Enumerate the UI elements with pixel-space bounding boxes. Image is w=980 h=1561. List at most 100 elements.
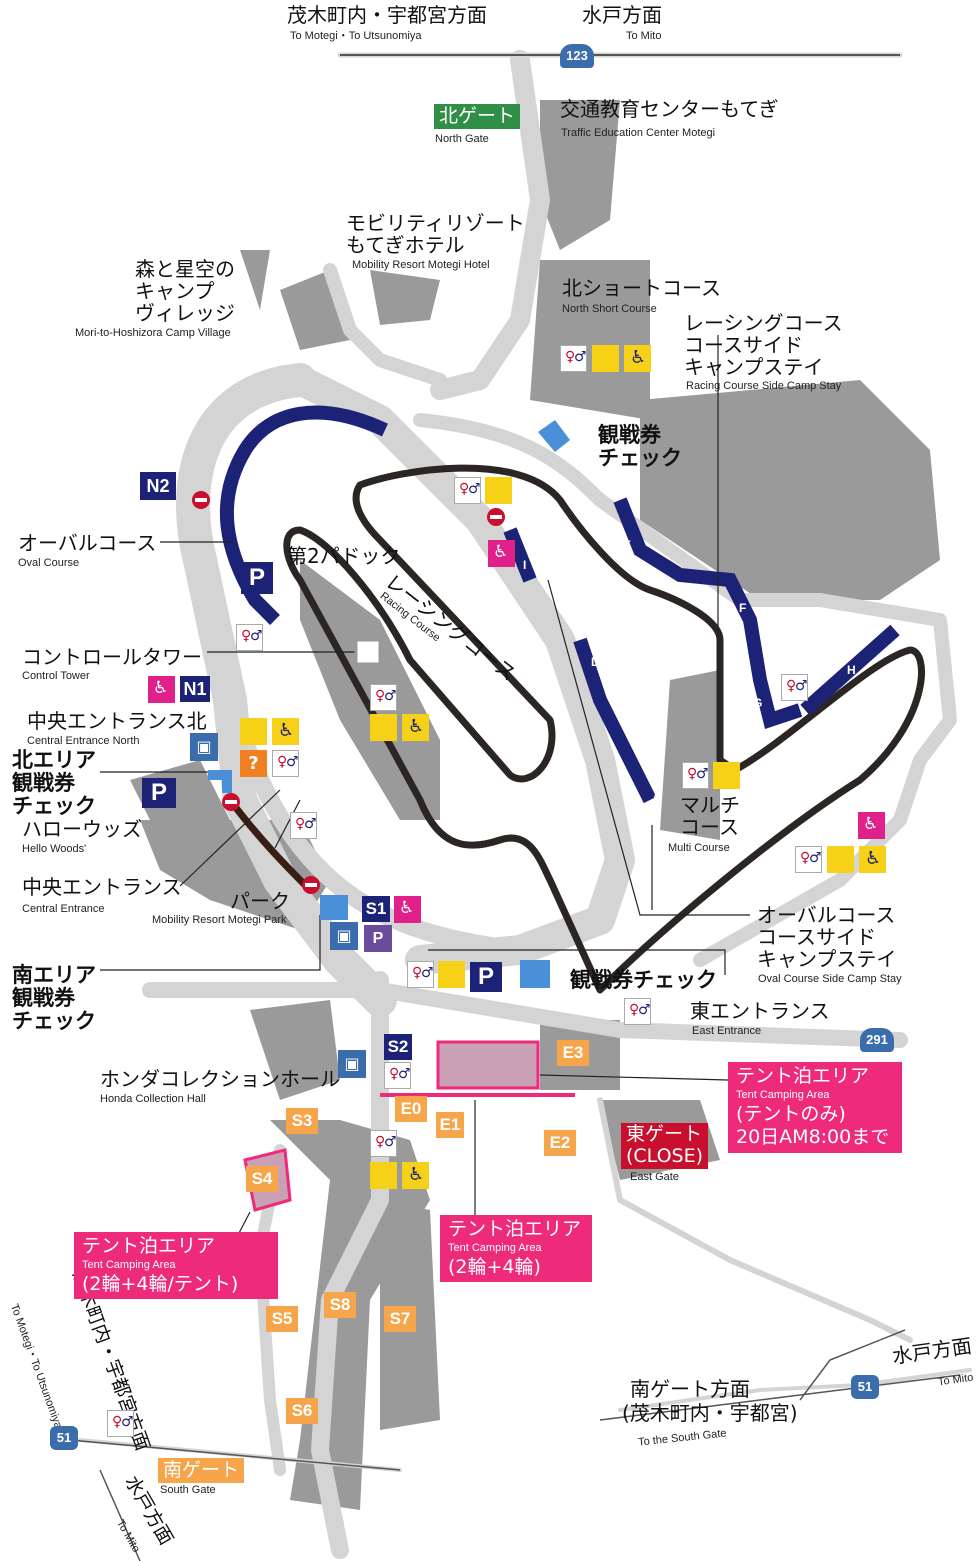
control-tower-label: コントロールタワー bbox=[22, 645, 202, 669]
ocss-1: オーバルコース bbox=[757, 903, 896, 927]
parking-s3[interactable]: S3 bbox=[286, 1108, 318, 1134]
parking-s2[interactable]: S2 bbox=[384, 1034, 412, 1060]
south-check-2: 観戦券 bbox=[12, 986, 75, 1010]
north-short-en: North Short Course bbox=[562, 303, 657, 315]
tent-center-l2: (2輪+4輪) bbox=[448, 1255, 541, 1278]
tent-east-l3: 20日AM8:00まで bbox=[736, 1126, 890, 1149]
south-check-1: 南エリア bbox=[12, 963, 96, 987]
parking-s5[interactable]: S5 bbox=[266, 1306, 298, 1332]
rcss-2: コースサイド bbox=[684, 333, 803, 357]
parking-e3[interactable]: E3 bbox=[557, 1040, 589, 1066]
restroom-icon: ♀♂ bbox=[454, 477, 481, 504]
check-1b: チェック bbox=[598, 446, 682, 470]
question-icon: ? bbox=[240, 750, 267, 777]
camp-2: キャンプ bbox=[135, 279, 215, 303]
hello-woods: ハローウッズ bbox=[22, 817, 142, 841]
tent-box-center: テント泊エリア Tent Camping Area (2輪+4輪) bbox=[440, 1215, 592, 1283]
restroom-icon: ♀♂ bbox=[560, 345, 587, 372]
north-gate-en: North Gate bbox=[435, 133, 489, 145]
oval-course-en: Oval Course bbox=[18, 557, 80, 569]
central-entrance: 中央エントランス bbox=[22, 875, 182, 899]
grandstand-g: G bbox=[753, 696, 762, 710]
baby-changing-icon bbox=[240, 718, 267, 745]
camp-1: 森と星空の bbox=[135, 257, 235, 281]
parking-s4[interactable]: S4 bbox=[246, 1166, 278, 1192]
restroom-icon: ♀♂ bbox=[370, 1130, 397, 1157]
parking-e0[interactable]: E0 bbox=[395, 1096, 427, 1122]
north-gate-label: 北ゲート bbox=[434, 104, 521, 129]
road-lines bbox=[69, 54, 961, 1561]
oval-course: オーバルコース bbox=[18, 531, 157, 555]
baby-changing-icon bbox=[827, 846, 854, 873]
no-entry-icon bbox=[192, 491, 210, 509]
east-entrance-en: East Entrance bbox=[692, 1025, 762, 1037]
control-tower-en: Control Tower bbox=[22, 670, 90, 682]
wheelchair-icon: ♿ bbox=[402, 1162, 429, 1189]
no-entry-icon bbox=[302, 876, 320, 894]
park-en: Mobility Resort Motegi Park bbox=[152, 914, 287, 926]
restroom-icon: ♀♂ bbox=[272, 750, 299, 777]
tent-s4-l2: (2輪+4輪/テント) bbox=[82, 1272, 239, 1295]
baby-changing-icon bbox=[713, 762, 740, 789]
wheelchair-icon: ♿ bbox=[272, 718, 299, 745]
parking-e1[interactable]: E1 bbox=[436, 1112, 464, 1138]
restroom-icon: ♀♂ bbox=[236, 624, 263, 651]
leader-lines bbox=[100, 335, 750, 1236]
north-check-1: 北エリア bbox=[12, 748, 96, 772]
roads bbox=[78, 50, 972, 1559]
tent-center-jp: テント泊エリア bbox=[448, 1218, 582, 1240]
oval-grandstand bbox=[219, 405, 388, 625]
south-gate-en: South Gate bbox=[160, 1484, 216, 1496]
hello-woods-en: Hello Woods' bbox=[22, 843, 87, 855]
multi-2: コース bbox=[680, 815, 739, 839]
parking-n2[interactable]: N2 bbox=[140, 472, 176, 500]
east-entrance: 東エントランス bbox=[690, 999, 830, 1023]
restroom-icon: ♀♂ bbox=[290, 812, 317, 839]
dir-top-right-en: To Mito bbox=[626, 30, 662, 42]
dir-top-left-en: To Motegi・To Utsunomiya bbox=[290, 30, 422, 42]
restroom-icon: ♀♂ bbox=[370, 684, 397, 711]
parking-s1[interactable]: S1 bbox=[362, 896, 390, 922]
parking-s6[interactable]: S6 bbox=[286, 1398, 318, 1424]
parking-s7[interactable]: S7 bbox=[384, 1306, 416, 1332]
camp-en: Mori-to-Hoshizora Camp Village bbox=[75, 327, 231, 339]
control-tower bbox=[354, 638, 382, 666]
restroom-icon: ♀♂ bbox=[384, 1062, 411, 1089]
wheelchair-icon: ♿ bbox=[402, 714, 429, 741]
no-entry-icon bbox=[487, 508, 505, 526]
rcss-1: レーシングコース bbox=[684, 311, 843, 335]
wheelchair-icon: ♿ bbox=[859, 846, 886, 873]
check-2: 観戦券チェック bbox=[570, 968, 717, 992]
honda-hall: ホンダコレクションホール bbox=[100, 1067, 340, 1091]
hotel-en: Mobility Resort Motegi Hotel bbox=[352, 259, 490, 271]
parking-n1[interactable]: N1 bbox=[180, 676, 210, 702]
multi-en: Multi Course bbox=[668, 842, 730, 854]
tent-east-l2: (テントのみ) bbox=[736, 1102, 846, 1125]
dir-top-right: 水戸方面 bbox=[582, 3, 662, 27]
restroom-icon: ♀♂ bbox=[795, 846, 822, 873]
south-gate-label: 南ゲート bbox=[158, 1458, 245, 1483]
rcss-en: Racing Course Side Camp Stay bbox=[686, 380, 842, 392]
parking-s8[interactable]: S8 bbox=[324, 1292, 356, 1318]
accessible-parking-icon: ♿ bbox=[394, 896, 421, 923]
camp-3: ヴィレッジ bbox=[135, 301, 235, 325]
traffic-center-en: Traffic Education Center Motegi bbox=[561, 127, 716, 139]
grandstand-b: B bbox=[645, 744, 654, 758]
south-gate-dir-2: (茂木町内・宇都宮) bbox=[622, 1401, 798, 1425]
parking-p-north[interactable]: P bbox=[142, 778, 176, 808]
parking-e2[interactable]: E2 bbox=[544, 1130, 576, 1156]
restroom-icon: ♀♂ bbox=[407, 961, 434, 988]
parking-p-east[interactable]: P bbox=[470, 962, 502, 992]
grandstand-d: D bbox=[591, 655, 600, 669]
east-gate-jp1: 東ゲート bbox=[626, 1123, 703, 1145]
wheelchair-icon: ♿ bbox=[624, 345, 651, 372]
route-badge-51a: 51 bbox=[851, 1375, 879, 1399]
parking-p-oval[interactable]: P bbox=[241, 562, 273, 594]
hotel-2: もてぎホテル bbox=[346, 233, 465, 257]
north-check-3: チェック bbox=[12, 794, 96, 818]
restroom-icon: ♀♂ bbox=[107, 1410, 134, 1437]
east-gate-jp2: (CLOSE) bbox=[626, 1144, 704, 1167]
bus-icon: ▣ bbox=[190, 733, 218, 761]
ocss-en: Oval Course Side Camp Stay bbox=[758, 973, 902, 985]
grandstand-f: F bbox=[739, 601, 746, 615]
